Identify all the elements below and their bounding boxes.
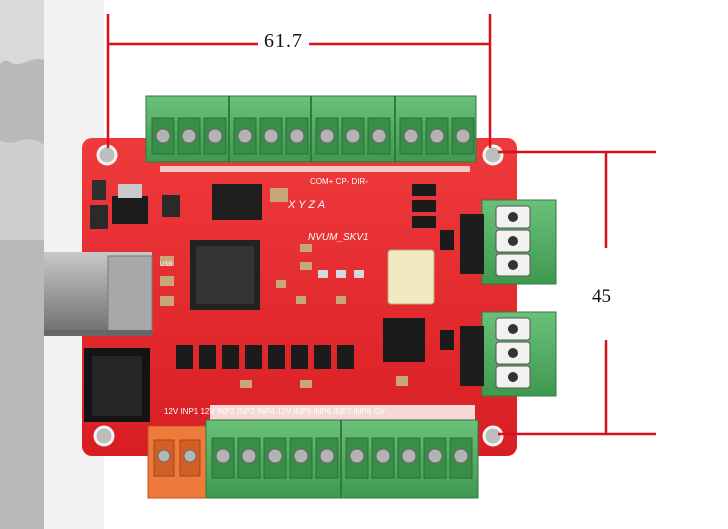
mount-hole-top-left	[96, 144, 118, 166]
mount-hole-top-right	[482, 144, 504, 166]
bottom-terminal-blocks	[147, 419, 479, 499]
width-dimension-label: 61.7	[258, 30, 309, 53]
usb-connector	[44, 252, 153, 336]
mount-hole-bottom-left	[93, 425, 115, 447]
silk-axis-label: X Y Z A	[287, 199, 325, 211]
optocoupler-row	[176, 345, 354, 369]
silk-bottom-header: 12V INP1 12V INP2 INP3 INP4 12V INP5 INP…	[164, 407, 386, 416]
height-dimension-label: 45	[588, 286, 615, 308]
right-terminal-blocks	[460, 199, 557, 397]
silk-top-header: COM+ CP- DIR-	[310, 177, 368, 186]
mount-hole-bottom-right	[482, 425, 504, 447]
dc-power-jack	[84, 348, 150, 422]
silk-model-label: NVUM_SKV1	[308, 232, 369, 243]
top-terminal-blocks	[145, 95, 477, 163]
silk-usb-label: USB	[160, 262, 172, 268]
pcb-board: X Y Z A NVUM_SKV1 COM+ CP- DIR- 12V INP1…	[82, 138, 517, 456]
